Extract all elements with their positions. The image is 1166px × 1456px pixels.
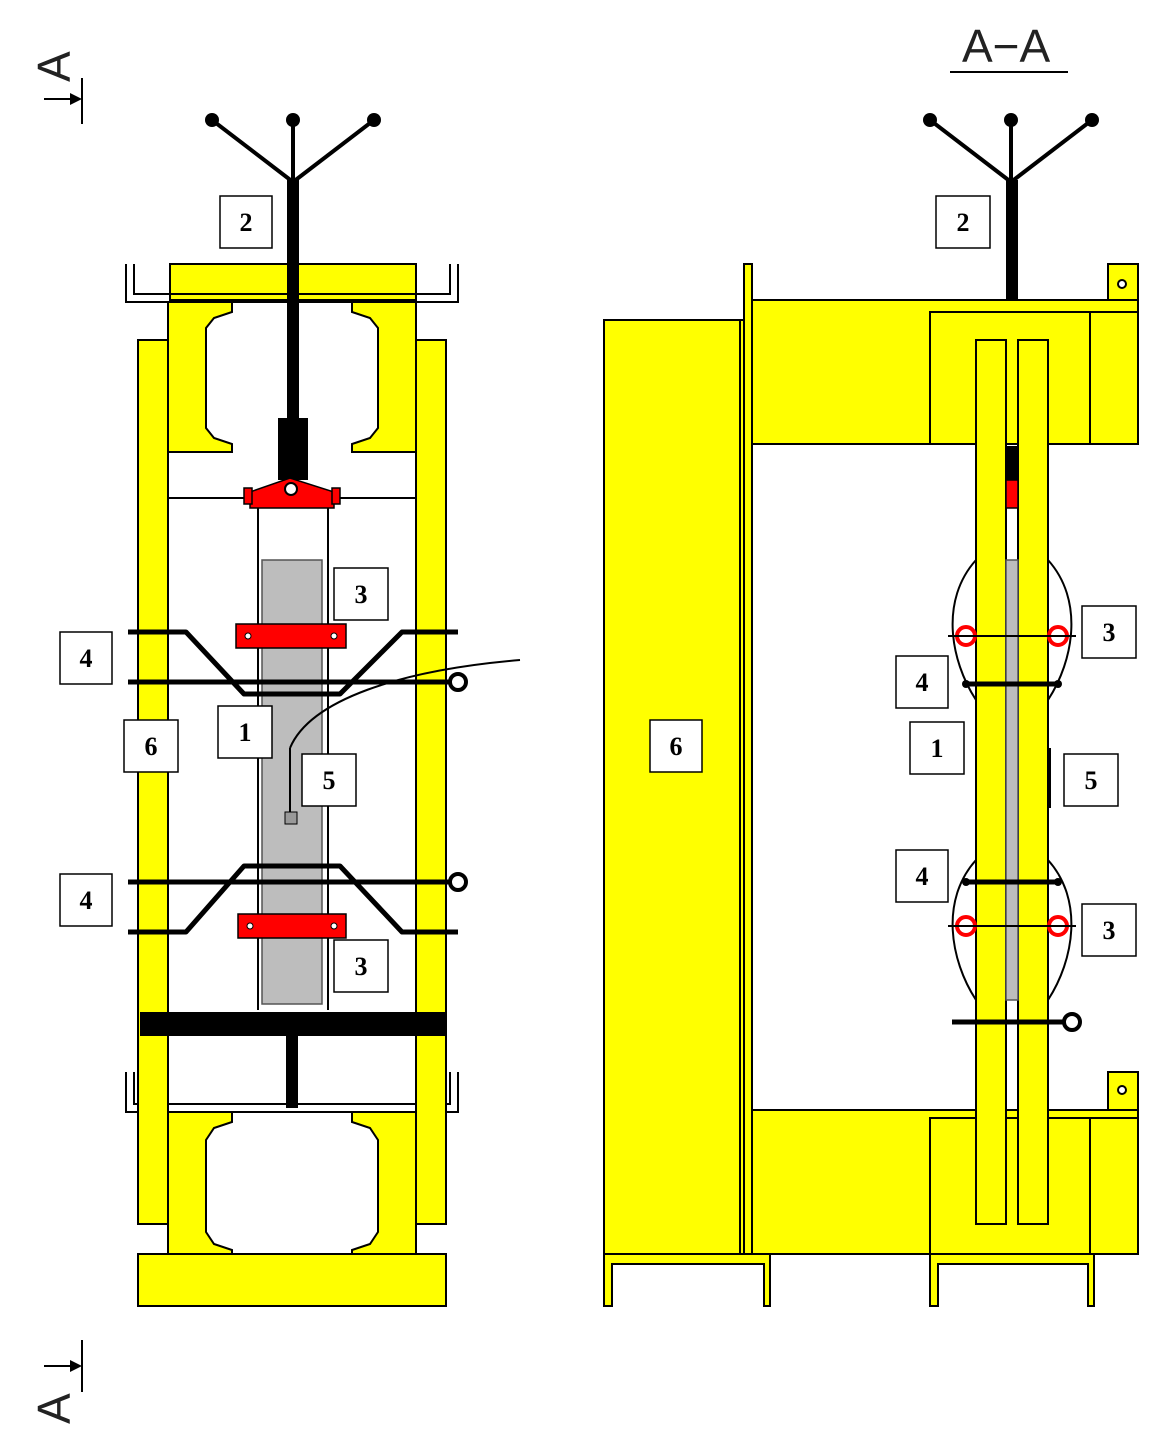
side-label-4-bottom: 4 — [895, 849, 949, 903]
svg-text:1: 1 — [931, 734, 944, 763]
front-loading-rod — [287, 180, 299, 420]
front-label-3-top: 3 — [333, 567, 389, 621]
svg-text:3: 3 — [1103, 618, 1116, 647]
front-view — [125, 113, 521, 1307]
svg-text:4: 4 — [916, 862, 929, 891]
svg-text:A−A: A−A — [962, 20, 1051, 72]
front-label-4-bottom: 4 — [59, 873, 113, 927]
side-label-1: 1 — [909, 721, 965, 775]
front-crosshead — [140, 1012, 446, 1036]
front-label-2: 2 — [219, 195, 273, 249]
section-marker-bottom-letter: A — [28, 1393, 80, 1424]
side-handle — [923, 113, 1099, 184]
side-rail-right — [1017, 339, 1049, 1225]
svg-text:2: 2 — [240, 208, 253, 237]
side-specimen — [1005, 559, 1019, 1001]
side-label-6: 6 — [649, 719, 703, 773]
svg-text:5: 5 — [323, 766, 336, 795]
section-marker-top: A — [28, 51, 83, 124]
svg-text:5: 5 — [1085, 766, 1098, 795]
front-label-6: 6 — [123, 719, 179, 773]
front-actuator-body — [278, 418, 308, 480]
front-label-3-bottom: 3 — [333, 939, 389, 993]
svg-text:1: 1 — [239, 718, 252, 747]
svg-text:3: 3 — [1103, 916, 1116, 945]
svg-text:4: 4 — [80, 644, 93, 673]
side-loading-rod — [1006, 180, 1018, 300]
front-ibeam-bottom-right — [351, 1111, 417, 1255]
svg-text:2: 2 — [957, 208, 970, 237]
side-label-4-top: 4 — [895, 655, 949, 709]
svg-text:4: 4 — [916, 668, 929, 697]
front-ibeam-bottom-left — [167, 1111, 233, 1255]
side-label-3-bottom: 3 — [1081, 903, 1137, 957]
side-view — [603, 113, 1139, 1307]
front-clamp-bottom — [237, 913, 347, 939]
side-vertical-plate — [743, 263, 753, 1255]
svg-text:6: 6 — [145, 732, 158, 761]
front-ibeam-top-right — [351, 301, 417, 453]
side-label-3-top: 3 — [1081, 605, 1137, 659]
section-marker-top-letter: A — [28, 51, 80, 82]
front-handle — [205, 113, 381, 184]
front-column-left — [137, 339, 169, 1225]
front-ibeam-top-left — [167, 301, 233, 453]
front-label-5: 5 — [301, 753, 357, 807]
front-column-right — [415, 339, 447, 1225]
svg-text:6: 6 — [670, 732, 683, 761]
front-sensor-cable — [289, 659, 521, 749]
front-clamp-top — [235, 623, 347, 649]
svg-text:3: 3 — [355, 580, 368, 609]
svg-text:3: 3 — [355, 952, 368, 981]
front-wire-bottom-2 — [128, 863, 458, 935]
front-label-4-top: 4 — [59, 631, 113, 685]
front-base-plate — [137, 1253, 447, 1307]
section-marker-bottom: A — [28, 1340, 83, 1424]
side-column-6 — [603, 319, 745, 1255]
front-lower-rod — [286, 1036, 298, 1108]
side-rail-left — [975, 339, 1007, 1225]
side-label-2: 2 — [935, 195, 991, 249]
front-wire-top-1 — [128, 629, 458, 697]
section-title: A−A — [950, 20, 1068, 73]
svg-text:4: 4 — [80, 886, 93, 915]
side-label-5: 5 — [1063, 753, 1119, 807]
front-label-1: 1 — [217, 705, 273, 759]
